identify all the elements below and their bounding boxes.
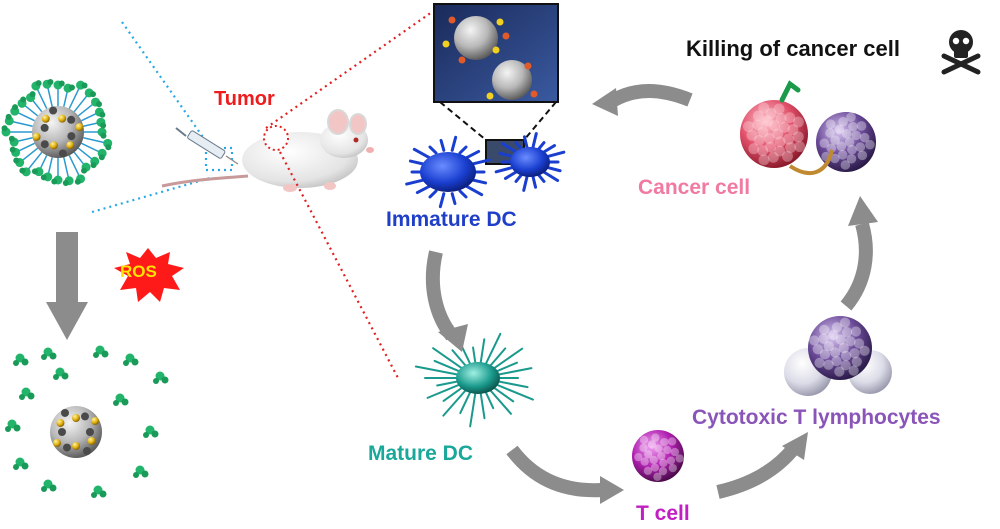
cycle-arrows <box>425 84 873 499</box>
down-arrow <box>46 232 88 340</box>
arrow-cancer-to-immature <box>610 84 693 107</box>
nanoparticle-loaded <box>1 78 113 186</box>
label-immature-dc: Immature DC <box>386 208 517 231</box>
ros-burst-icon <box>114 248 184 302</box>
label-tumor: Tumor <box>214 88 275 110</box>
cytotoxic-t-lymphocytes-cluster <box>784 316 892 396</box>
label-mature-dc: Mature DC <box>368 442 474 465</box>
arrow-tcell-to-ctl <box>716 443 800 499</box>
label-cancer-cell: Cancer cell <box>638 176 751 199</box>
arrow-mature-to-tcell <box>506 445 603 498</box>
label-killing-of-cancer-cell: Killing of cancer cell <box>686 36 900 61</box>
cancer-cell-attack <box>740 80 876 175</box>
immature-dc-cells <box>405 132 566 209</box>
arrow-immature-to-mature <box>425 250 458 341</box>
label-cytotoxic-t-lymphocytes: Cytotoxic T lymphocytes <box>692 406 941 429</box>
zoom-inset <box>433 3 559 165</box>
nanoparticle-released <box>5 345 169 498</box>
mature-dc-cell <box>414 332 534 428</box>
injection-guide-lines <box>91 21 234 214</box>
label-ros: ROS <box>120 262 157 281</box>
t-cell <box>632 430 684 482</box>
syringe-icon <box>175 127 239 165</box>
arrow-ctl-to-cancer <box>840 222 873 311</box>
cycle-arrowheads <box>438 88 878 504</box>
skull-crossbones-icon <box>941 30 981 75</box>
label-t-cell: T cell <box>636 502 690 525</box>
mouse-illustration <box>161 109 374 192</box>
zoom-guide-lines <box>265 11 433 379</box>
